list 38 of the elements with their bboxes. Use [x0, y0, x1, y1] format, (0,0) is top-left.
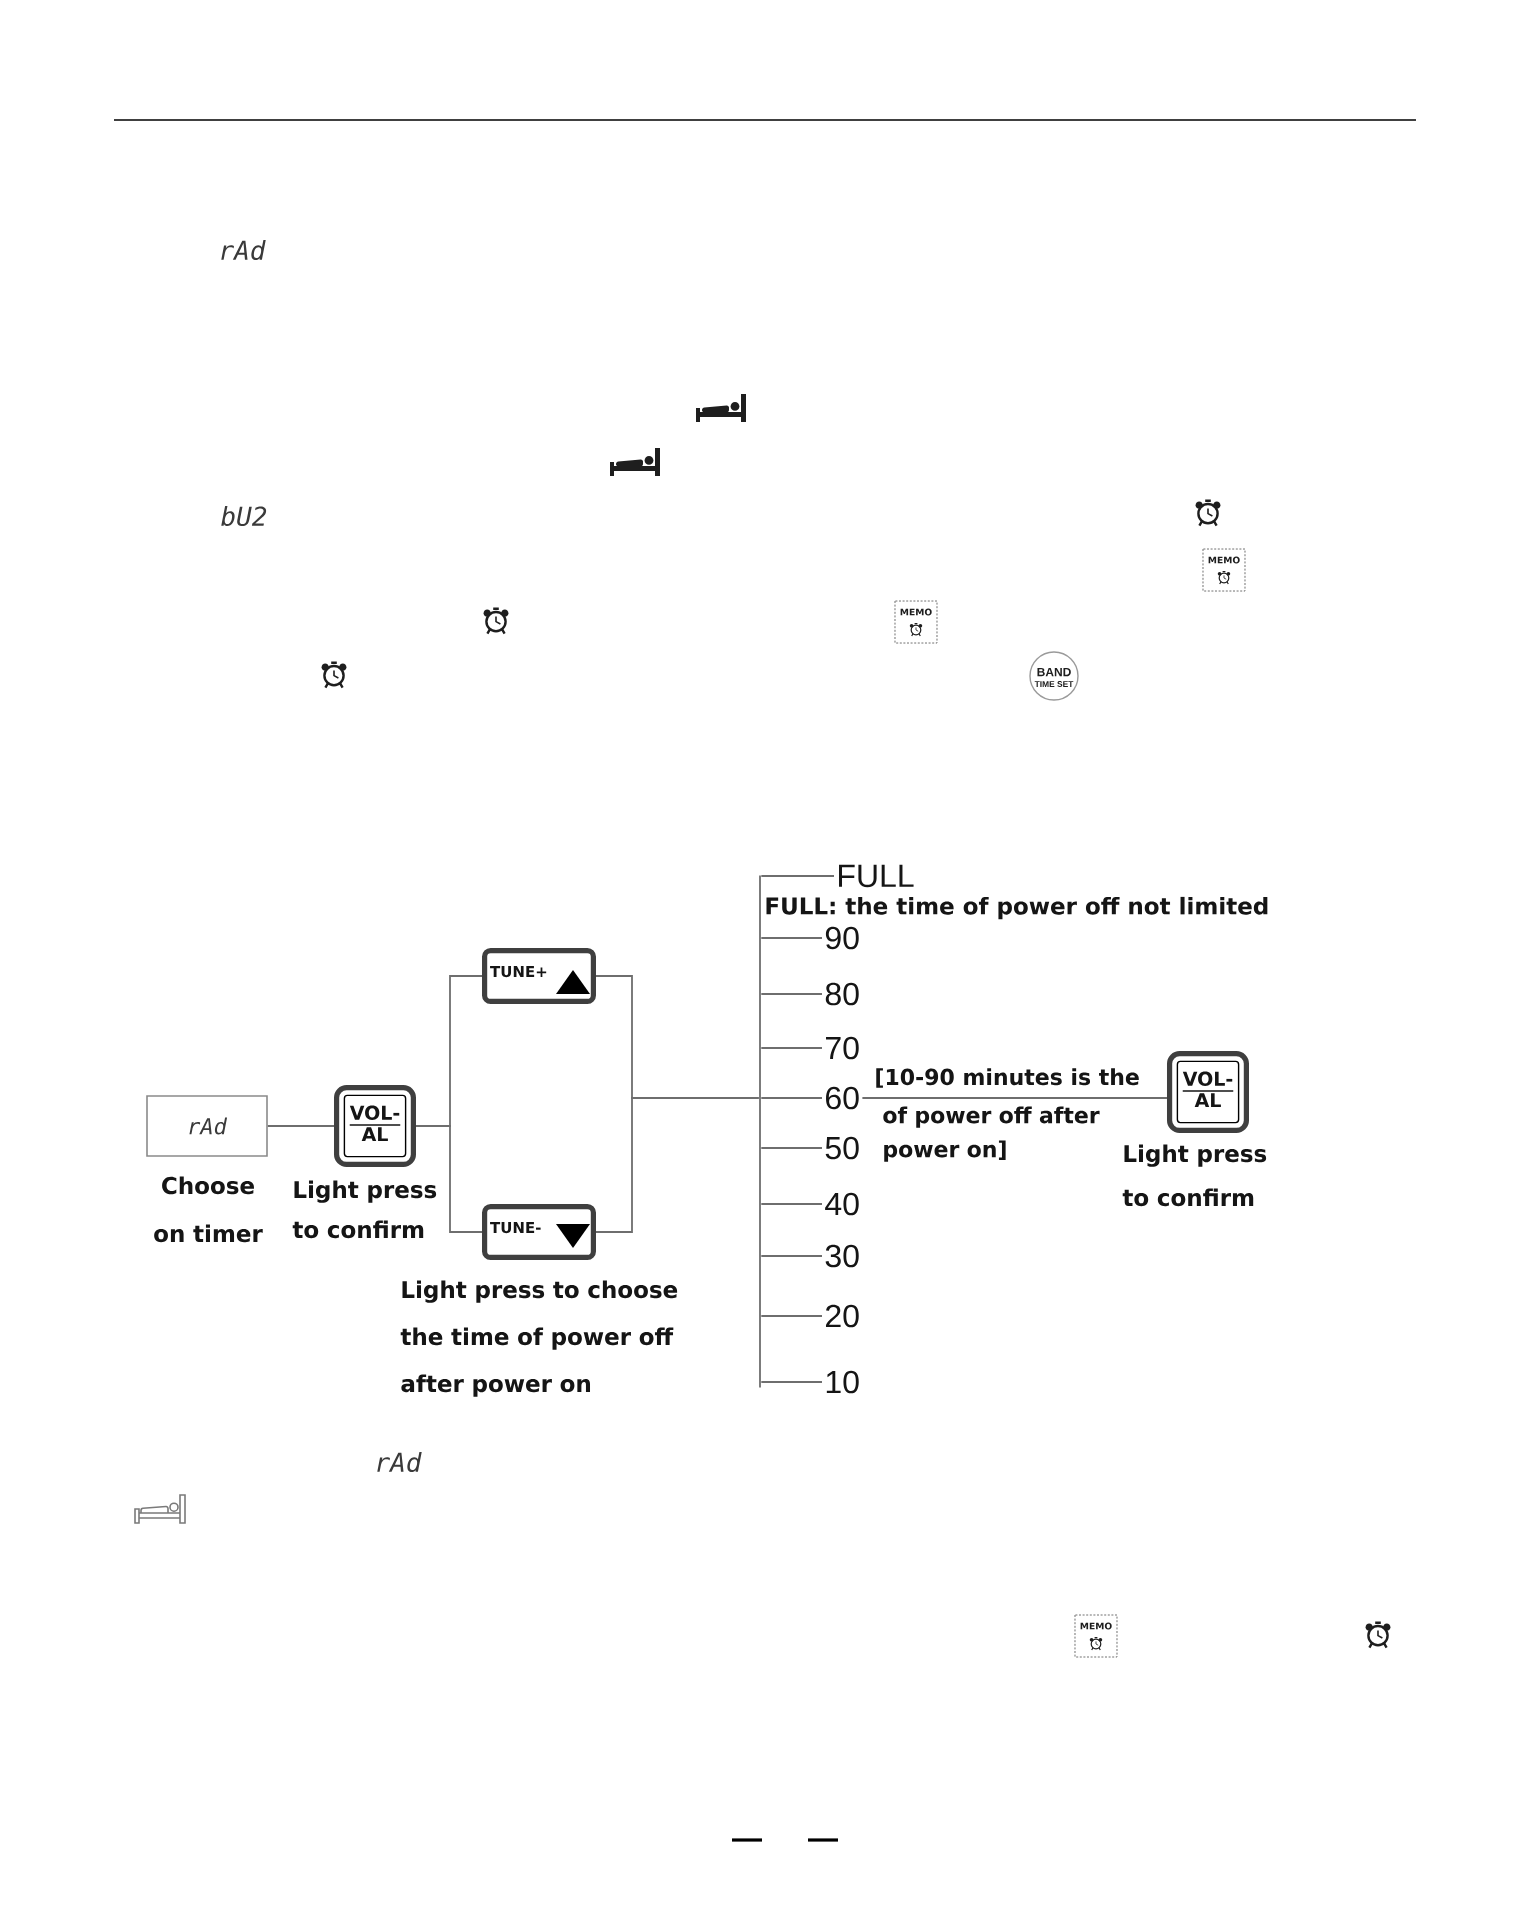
connector-line: [760, 1255, 823, 1257]
scale-value: 20: [826, 1304, 859, 1328]
connector-line: [760, 993, 823, 995]
instruction-text: Light press to confirm: [292, 1180, 437, 1239]
note-text: of power off after power on]: [883, 1106, 1100, 1162]
push-button: VOL- AL: [334, 1085, 416, 1167]
instruction-text: Light press to confirm: [1122, 1144, 1267, 1207]
connector-line: [595, 1097, 760, 1233]
connector-line: [861, 1097, 1168, 1099]
scale-value: 40: [825, 1192, 859, 1216]
lcd-text: bU2: [221, 505, 267, 527]
scale-value: 10: [826, 1370, 859, 1394]
instruction-text: Choose on timer: [154, 1176, 263, 1243]
connector-line: [760, 1203, 823, 1205]
connector-line: [760, 875, 835, 877]
connector-line: [266, 1125, 335, 1127]
scale-value: FULL: [839, 864, 914, 888]
note-text: FULL: the time of power off not limited: [766, 896, 1268, 920]
lcd-text: rAd: [377, 1451, 422, 1473]
connector-line: [760, 1381, 823, 1383]
lcd-text: rAd: [221, 239, 266, 261]
scale-value: 50: [825, 1136, 859, 1160]
connector-line: [760, 1147, 823, 1149]
connector-line: [415, 1125, 483, 1233]
note-text: [10-90 minutes is the: [876, 1068, 1139, 1088]
scale-value: 90: [825, 926, 859, 950]
scale-value: 80: [825, 982, 859, 1006]
display-box: rAd: [146, 1095, 268, 1157]
connector-line: [760, 937, 823, 939]
connector-line: [760, 1047, 823, 1049]
scale-value: 60: [826, 1086, 859, 1110]
push-button: VOL- AL: [1167, 1051, 1249, 1133]
scale-value: 30: [825, 1244, 859, 1268]
connector-line: [760, 1315, 823, 1317]
instruction-text: Light press to choose the time of power off after power on: [400, 1280, 678, 1397]
scale-value: 70: [826, 1036, 859, 1060]
scale-bar: [759, 875, 761, 1388]
connector-line: [760, 1097, 823, 1099]
